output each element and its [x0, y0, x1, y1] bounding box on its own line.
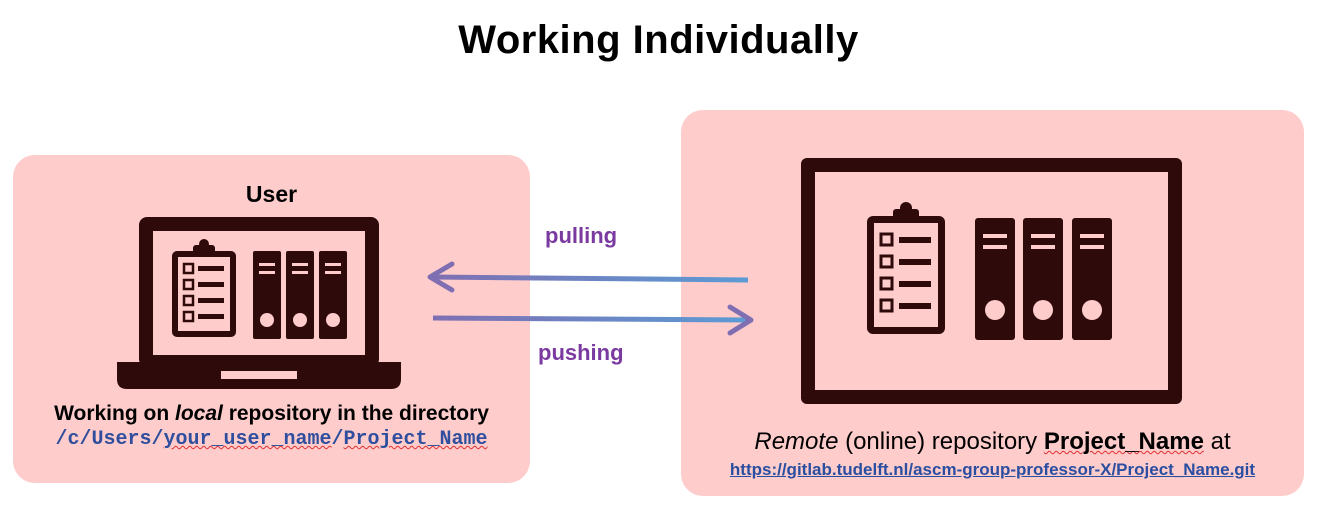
- diagram-title: Working Individually: [458, 18, 859, 62]
- clipboard-icon: [172, 239, 236, 337]
- local-caption: Working on local repository in the direc…: [54, 402, 489, 425]
- binders-icon: [253, 251, 347, 339]
- pulling-label: pulling: [545, 223, 618, 248]
- server-binders-icon: [975, 218, 1112, 340]
- remote-url-link[interactable]: https://gitlab.tudelft.nl/ascm-group-pro…: [729, 460, 1256, 479]
- remote-panel: Remote (online) repository Project_Name …: [681, 110, 1304, 496]
- remote-caption: Remote (online) repository Project_Name …: [754, 428, 1231, 455]
- local-panel: User: [13, 155, 530, 483]
- monitor-icon: [801, 158, 1182, 404]
- server-clipboard-icon: [867, 202, 945, 334]
- laptop-icon: [117, 217, 401, 389]
- user-label: User: [245, 181, 298, 207]
- pushing-label: pushing: [538, 340, 624, 365]
- local-path: /c/Users/your_user_name/Project_Name: [55, 428, 488, 451]
